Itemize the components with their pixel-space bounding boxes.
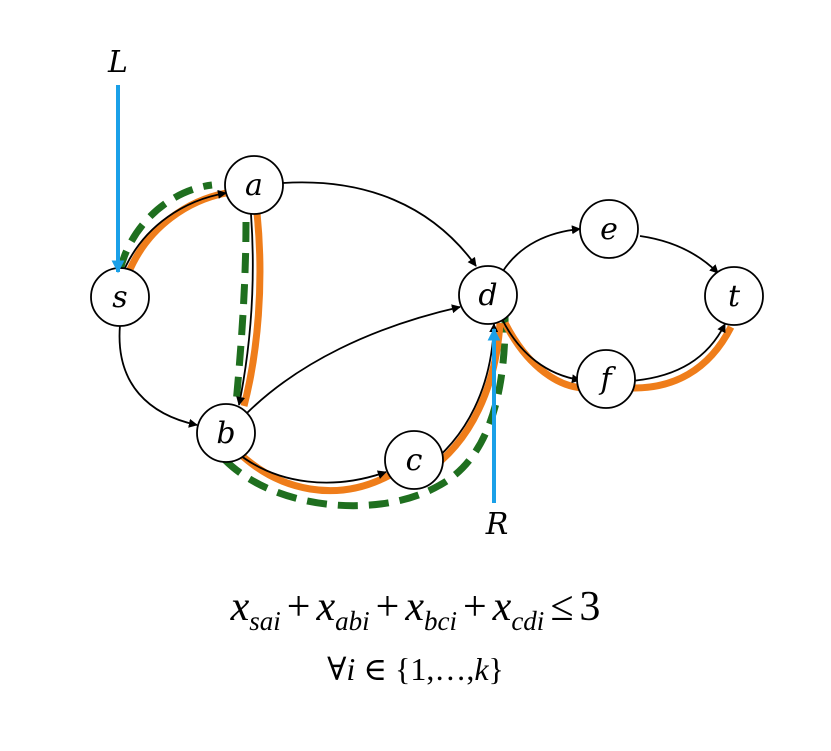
set-var-k: k bbox=[474, 651, 489, 687]
edge-a-b bbox=[236, 213, 254, 406]
node-c-label: c bbox=[406, 443, 423, 478]
node-c: c bbox=[384, 430, 444, 490]
nodes: s a b c d e f t bbox=[90, 155, 764, 490]
green-dashed-b-c-d bbox=[222, 314, 509, 510]
node-a-label: a bbox=[245, 168, 263, 203]
marker-left-label: L bbox=[107, 45, 128, 80]
set-open: {1,…, bbox=[394, 651, 475, 687]
green-dashed-a-b bbox=[232, 221, 250, 405]
edge-e-t bbox=[639, 235, 719, 274]
node-b-label: b bbox=[216, 416, 235, 451]
plus-3: + bbox=[462, 584, 487, 630]
node-d-label: d bbox=[478, 278, 497, 313]
marker-left: L bbox=[107, 45, 128, 274]
edge-b-d bbox=[246, 304, 461, 414]
leq-symbol: ≤ bbox=[550, 584, 574, 630]
node-t: t bbox=[704, 266, 764, 326]
orange-a-b bbox=[240, 212, 264, 407]
capacity-constraint: xsai+xabi+xbci+xcdi≤3 bbox=[0, 583, 831, 637]
orange-s-a bbox=[124, 189, 227, 276]
marker-right-label: R bbox=[485, 507, 509, 542]
edge-a-d bbox=[282, 181, 477, 267]
index-var: i bbox=[346, 651, 356, 687]
set-close: } bbox=[488, 651, 504, 687]
subscript-bci: bci bbox=[423, 606, 457, 636]
var-x-4: x bbox=[492, 584, 512, 630]
node-d: d bbox=[458, 265, 518, 325]
plus-1: + bbox=[286, 584, 311, 630]
forall-quantifier: ∀i ∈ {1,…,k} bbox=[0, 650, 831, 688]
edge-d-f bbox=[501, 318, 581, 384]
node-s-label: s bbox=[112, 280, 127, 315]
var-x-3: x bbox=[405, 584, 424, 630]
var-x-1: x bbox=[230, 584, 250, 630]
edge-s-a bbox=[124, 189, 227, 269]
subscript-abi: abi bbox=[335, 606, 370, 636]
marker-right: R bbox=[485, 327, 509, 542]
node-a: a bbox=[224, 155, 284, 215]
edge-d-e bbox=[502, 225, 581, 272]
edge-f-t bbox=[630, 323, 726, 382]
node-s: s bbox=[90, 267, 150, 327]
node-e: e bbox=[579, 199, 639, 259]
node-f: f bbox=[576, 349, 636, 409]
edge-b-c bbox=[235, 451, 387, 484]
plus-2: + bbox=[375, 584, 400, 630]
element-of-symbol: ∈ bbox=[363, 651, 387, 687]
green-dashed-path bbox=[116, 181, 509, 510]
var-x-2: x bbox=[316, 584, 336, 630]
green-dashed-s-a bbox=[116, 181, 213, 271]
bound-value: 3 bbox=[579, 584, 601, 630]
node-e-label: e bbox=[600, 212, 618, 247]
edge-s-b bbox=[118, 324, 198, 428]
subscript-cdi: cdi bbox=[511, 606, 545, 636]
node-t-label: t bbox=[728, 279, 741, 314]
node-b: b bbox=[196, 403, 256, 463]
subscript-sai: sai bbox=[249, 606, 281, 636]
forall-symbol: ∀ bbox=[327, 651, 347, 687]
flow-network-diagram: s a b c d e f t L bbox=[90, 45, 764, 542]
